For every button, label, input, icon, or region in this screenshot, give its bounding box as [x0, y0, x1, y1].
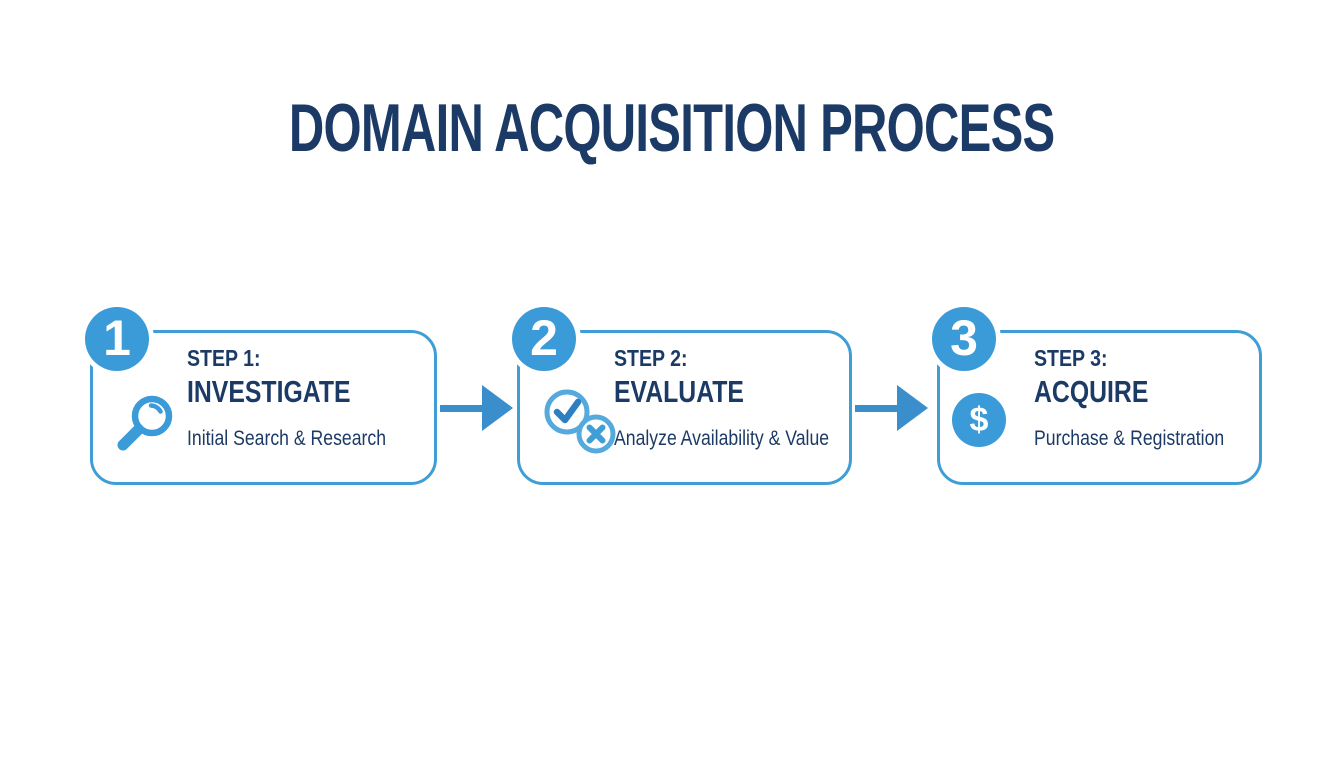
magnifier-icon: [113, 391, 179, 462]
step-label: STEP 1:: [187, 345, 261, 371]
arrow-line: [440, 404, 490, 412]
step-box-investigate: 1 STEP 1: INVESTIGATE Initial Search & R…: [85, 307, 437, 485]
step-name: EVALUATE: [614, 374, 744, 410]
step-description: Initial Search & Research: [187, 427, 387, 451]
step-label: STEP 3:: [1034, 345, 1108, 371]
step-number-badge: 2: [512, 307, 576, 371]
flow-arrow-2: [855, 385, 929, 431]
step-description: Purchase & Registration: [1034, 427, 1225, 451]
arrow-head-icon: [482, 385, 513, 431]
step-name: INVESTIGATE: [187, 374, 351, 410]
step-box-evaluate: 2 STEP 2: EVALUATE Analyze Availability …: [512, 307, 852, 485]
step-text-block: STEP 2: EVALUATE Analyze Availability & …: [614, 345, 870, 451]
dollar-icon: $: [952, 393, 1006, 447]
step-number-badge: 3: [932, 307, 996, 371]
arrow-head-icon: [897, 385, 928, 431]
step-number-badge: 1: [85, 307, 149, 371]
step-label: STEP 2:: [614, 345, 688, 371]
arrow-line: [855, 404, 905, 412]
check-x-icon: [540, 388, 620, 461]
step-description: Analyze Availability & Value: [614, 427, 830, 451]
dollar-glyph: $: [952, 393, 1006, 447]
step-box-acquire: 3 $ STEP 3: ACQUIRE Purchase & Registrat…: [932, 307, 1262, 485]
flow-arrow-1: [440, 385, 514, 431]
step-text-block: STEP 1: INVESTIGATE Initial Search & Res…: [187, 345, 424, 451]
step-name: ACQUIRE: [1034, 374, 1149, 410]
page-title: DOMAIN ACQUISITION PROCESS: [289, 90, 1055, 166]
page-title-wrap: DOMAIN ACQUISITION PROCESS: [0, 94, 1344, 162]
step-text-block: STEP 3: ACQUIRE Purchase & Registration: [1034, 345, 1260, 451]
